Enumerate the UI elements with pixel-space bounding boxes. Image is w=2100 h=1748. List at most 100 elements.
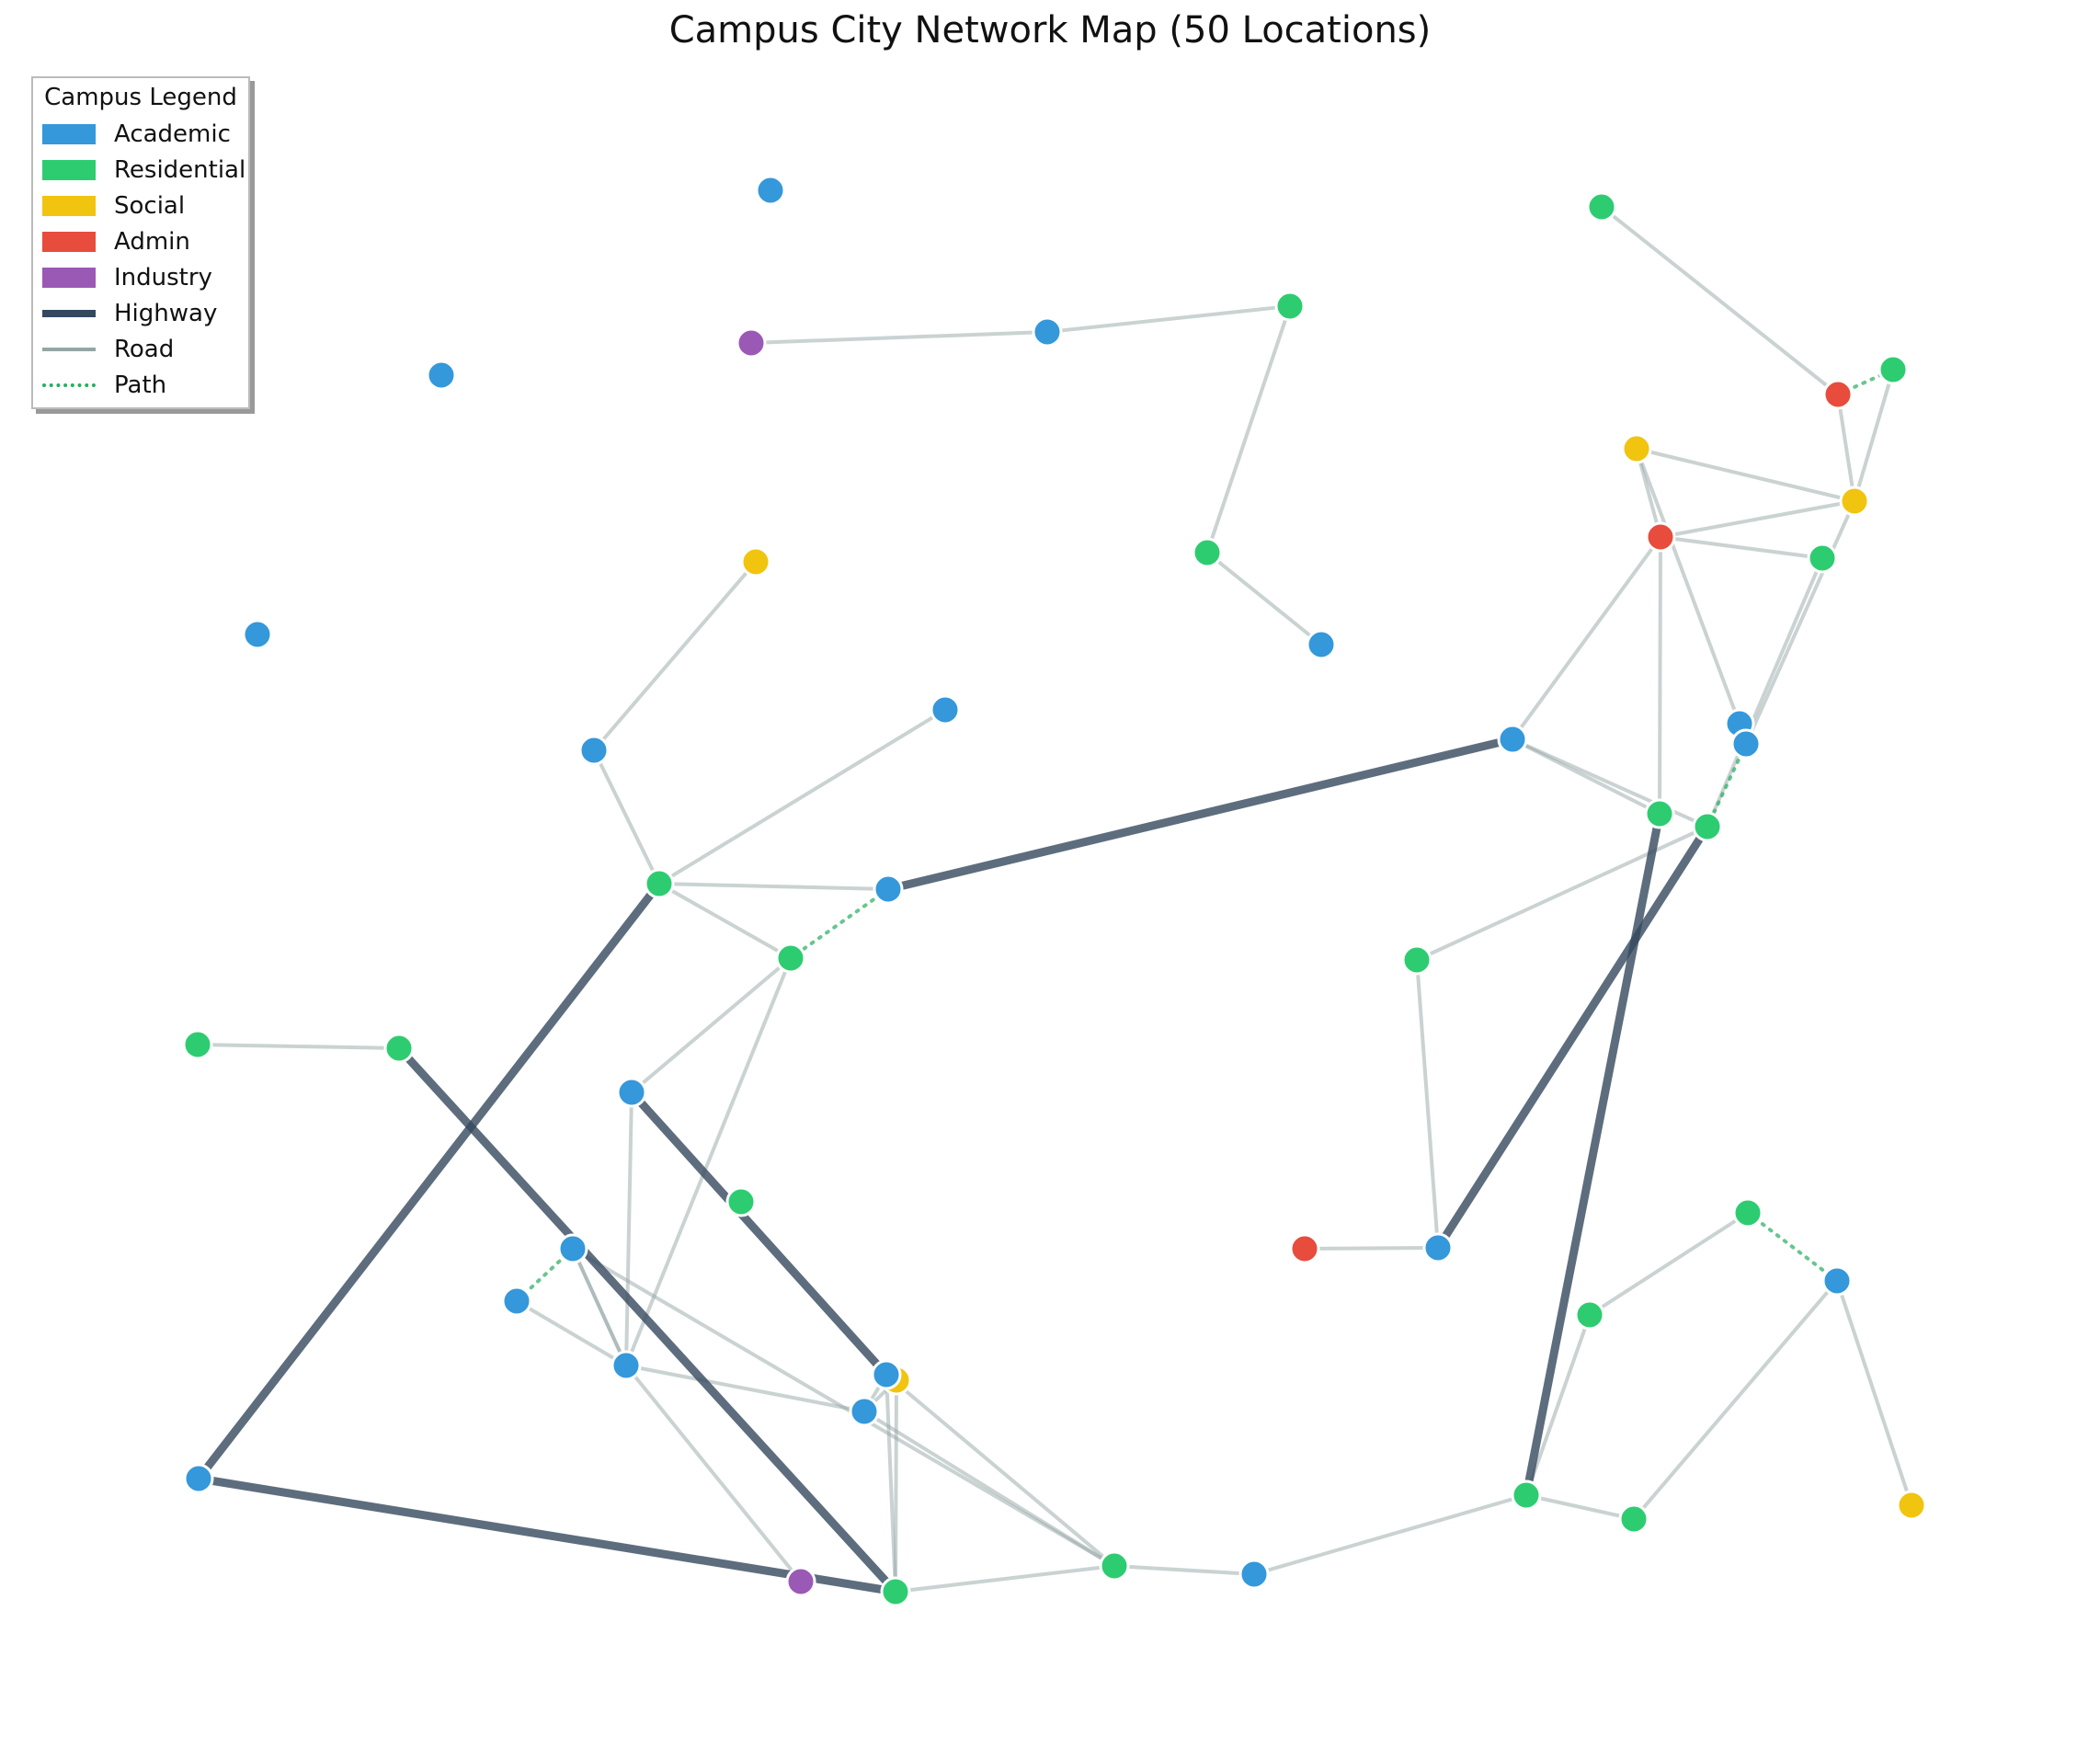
node-residential-21[interactable]	[1644, 798, 1675, 829]
node-residential-28[interactable]	[383, 1033, 415, 1064]
node-social-45[interactable]	[1896, 1490, 1927, 1521]
node-academic-19[interactable]	[1497, 724, 1528, 755]
node-residential-13[interactable]	[1192, 537, 1223, 568]
edge-road-8-18	[1635, 447, 1741, 725]
edge-road-25-29	[630, 956, 793, 1094]
legend-item-social: Social	[42, 189, 185, 223]
node-academic-15[interactable]	[1306, 629, 1337, 660]
node-industry-4[interactable]	[736, 327, 767, 359]
edge-path-20-22	[1706, 742, 1748, 828]
chart-title: Campus City Network Map (50 Locations)	[668, 9, 1432, 51]
legend-item-highway: Highway	[42, 296, 217, 331]
node-residential-22[interactable]	[1692, 811, 1723, 842]
node-residential-36[interactable]	[1574, 1299, 1605, 1331]
legend-label-admin: Admin	[114, 228, 190, 256]
node-academic-47[interactable]	[1238, 1559, 1270, 1590]
node-academic-35[interactable]	[1821, 1265, 1853, 1297]
edge-path-31-35	[1746, 1211, 1839, 1283]
legend-label-path: Path	[114, 371, 167, 399]
node-academic-3[interactable]	[1032, 316, 1063, 348]
edge-road-6-9	[1853, 368, 1895, 503]
node-academic-17[interactable]	[578, 735, 610, 766]
edge-road-35-45	[1835, 1279, 1913, 1507]
edge-road-27-28	[196, 1043, 401, 1050]
edge-road-47-46	[1113, 1564, 1256, 1576]
edge-highway-19-24	[884, 735, 1517, 894]
node-academic-37[interactable]	[501, 1285, 532, 1317]
node-academic-34[interactable]	[557, 1233, 588, 1264]
node-social-12[interactable]	[740, 546, 771, 577]
edge-road-2-13	[1205, 304, 1292, 554]
legend-swatch-academic	[42, 124, 96, 144]
edge-road-16-23	[657, 708, 947, 885]
node-admin-10[interactable]	[1645, 521, 1676, 553]
legend-label-road: Road	[114, 336, 175, 363]
edge-road-36-43	[1524, 1313, 1592, 1497]
node-social-9[interactable]	[1839, 486, 1870, 517]
nodes-layer	[182, 175, 1927, 1607]
edge-road-32-33	[1303, 1246, 1440, 1251]
node-academic-16[interactable]	[930, 694, 961, 725]
node-academic-24[interactable]	[873, 874, 904, 905]
edge-road-23-24	[657, 882, 890, 891]
edge-road-7-9	[1836, 393, 1856, 503]
node-residential-11[interactable]	[1807, 543, 1838, 574]
legend-swatch-industry	[42, 268, 96, 288]
node-academic-14[interactable]	[242, 619, 273, 650]
node-residential-31[interactable]	[1732, 1197, 1763, 1228]
legend-line-path	[42, 383, 96, 387]
edge-road-46-49	[894, 1564, 1116, 1594]
node-residential-6[interactable]	[1877, 354, 1909, 385]
node-residential-23[interactable]	[644, 868, 675, 899]
node-residential-2[interactable]	[1274, 291, 1306, 322]
node-academic-29[interactable]	[616, 1077, 647, 1108]
legend-label-industry: Industry	[114, 264, 212, 291]
edge-highway-28-49	[394, 1044, 900, 1596]
node-residential-44[interactable]	[1618, 1503, 1649, 1535]
node-residential-27[interactable]	[182, 1029, 213, 1060]
legend: Campus Legend Academic Residential Socia…	[31, 76, 250, 409]
edge-road-22-26	[1415, 825, 1709, 962]
node-academic-38[interactable]	[611, 1350, 642, 1381]
legend-label-academic: Academic	[114, 120, 231, 148]
node-residential-49[interactable]	[880, 1576, 911, 1607]
legend-label-social: Social	[114, 192, 186, 220]
node-admin-7[interactable]	[1822, 379, 1854, 410]
edge-road-37-38	[515, 1299, 628, 1367]
node-academic-5[interactable]	[426, 360, 457, 391]
legend-item-road: Road	[42, 332, 174, 367]
node-residential-25[interactable]	[775, 943, 806, 974]
edge-road-3-2	[1045, 304, 1292, 334]
edge-road-38-48	[624, 1364, 803, 1583]
node-residential-46[interactable]	[1099, 1550, 1130, 1582]
node-academic-0[interactable]	[755, 175, 786, 206]
legend-item-academic: Academic	[42, 117, 231, 152]
legend-swatch-residential	[42, 160, 96, 180]
edge-road-43-47	[1252, 1493, 1528, 1576]
edge-road-11-22	[1706, 556, 1824, 828]
legend-swatch-admin	[42, 232, 96, 252]
node-academic-20[interactable]	[1730, 728, 1762, 760]
legend-swatch-social	[42, 196, 96, 216]
node-academic-41[interactable]	[849, 1396, 880, 1427]
node-academic-42[interactable]	[183, 1463, 214, 1494]
node-residential-43[interactable]	[1511, 1480, 1542, 1511]
node-academic-33[interactable]	[1422, 1232, 1454, 1263]
node-residential-30[interactable]	[725, 1186, 757, 1217]
edge-road-10-19	[1511, 535, 1662, 741]
node-admin-32[interactable]	[1289, 1233, 1320, 1264]
edges-layer	[194, 205, 1913, 1596]
legend-item-residential: Residential	[42, 153, 245, 188]
node-residential-26[interactable]	[1401, 944, 1432, 976]
legend-item-industry: Industry	[42, 260, 212, 295]
node-industry-48[interactable]	[785, 1566, 816, 1597]
node-social-8[interactable]	[1621, 433, 1652, 464]
node-residential-1[interactable]	[1586, 191, 1617, 223]
edge-road-38-34	[571, 1247, 628, 1367]
edge-road-31-36	[1588, 1211, 1750, 1317]
node-academic-40[interactable]	[871, 1359, 902, 1390]
edge-road-9-20	[1744, 499, 1856, 746]
edge-road-13-15	[1205, 551, 1323, 646]
